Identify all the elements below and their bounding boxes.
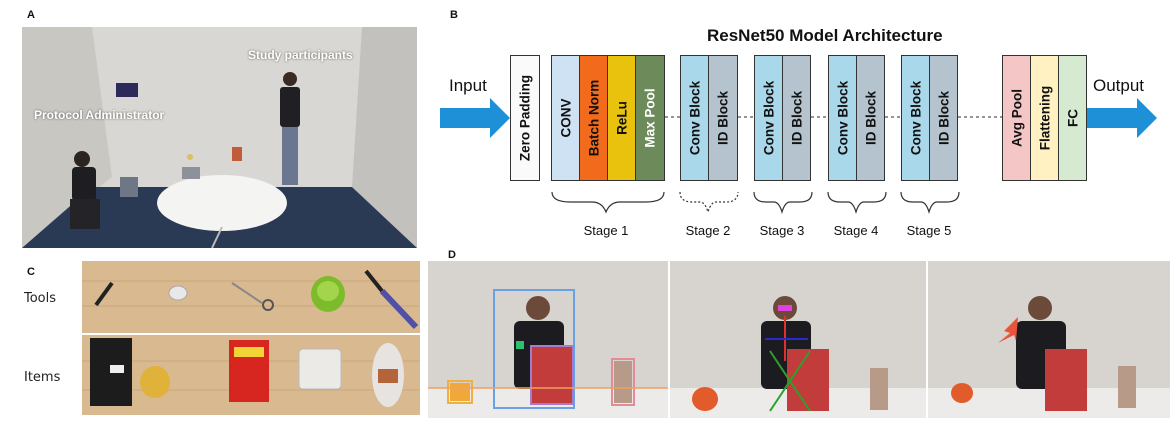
stage-3-label: Stage 3	[759, 223, 805, 238]
conv-block-stage4: Conv Block	[828, 55, 857, 181]
detection-illustration	[428, 261, 668, 418]
conv-block-stage2: Conv Block	[680, 55, 709, 181]
flattening-label: Flattening	[1037, 85, 1052, 151]
input-label: Input	[449, 76, 487, 95]
id-block-label: ID Block	[936, 90, 951, 146]
stage-2-label: Stage 2	[685, 223, 731, 238]
stage-5-label: Stage 5	[906, 223, 952, 238]
output-label: Output	[1093, 76, 1145, 95]
stage-connectors	[665, 116, 1002, 118]
cup-icon	[168, 285, 188, 301]
pringles-icon	[140, 366, 170, 398]
id-block-label: ID Block	[789, 90, 804, 146]
conv-block-label: Conv Block	[761, 80, 776, 156]
id-block-stage5: ID Block	[929, 55, 958, 181]
id-block-label: ID Block	[715, 90, 731, 146]
items-illustration	[82, 335, 420, 415]
items-row-label: Items	[24, 370, 61, 385]
max-pool-block: Max Pool	[635, 55, 665, 181]
panel-letter-d: D	[448, 249, 456, 261]
detection-photo-1	[428, 261, 668, 418]
id-block-stage4: ID Block	[856, 55, 885, 181]
id-block-stage3: ID Block	[782, 55, 811, 181]
input-arrow-icon	[440, 98, 510, 138]
conv-block-stage3: Conv Block	[754, 55, 783, 181]
avg-pool-block: Avg Pool	[1002, 55, 1031, 181]
conv-block-label: Conv Block	[908, 80, 923, 156]
scissors-icon	[231, 282, 274, 311]
zero-padding-block: Zero Padding	[510, 55, 540, 181]
items-photo	[82, 335, 420, 415]
bag-icon	[298, 348, 342, 390]
relu-block: ReLu	[607, 55, 636, 181]
pose-photo	[670, 261, 926, 418]
conv-block-stage5: Conv Block	[901, 55, 930, 181]
id-block-label: ID Block	[863, 90, 878, 146]
study-room-photo: Study participants Protocol Administrato…	[22, 27, 417, 248]
panel-letter-c: C	[27, 266, 35, 278]
gaze-illustration	[928, 261, 1170, 418]
tools-illustration	[82, 261, 420, 333]
knife-icon	[364, 269, 419, 330]
pose-illustration	[670, 261, 926, 418]
conv-label: CONV	[558, 98, 573, 138]
zero-padding-label: Zero Padding	[517, 74, 533, 162]
conv-block-label: Conv Block	[687, 80, 702, 156]
batch-norm-block: Batch Norm	[579, 55, 608, 181]
fc-block: FC	[1058, 55, 1087, 181]
stage-1-label: Stage 1	[583, 223, 629, 238]
gaze-arrow-icon	[998, 317, 1018, 343]
id-block-stage2: ID Block	[708, 55, 738, 181]
marker-icon	[94, 281, 114, 307]
conv-block-label: Conv Block	[835, 80, 850, 156]
relu-label: ReLu	[614, 101, 629, 135]
fc-label: FC	[1065, 109, 1080, 127]
panel-letter-b: B	[450, 9, 458, 21]
conv-block-stage1: CONV	[551, 55, 580, 181]
flattening-block: Flattening	[1030, 55, 1059, 181]
protocol-administrator-label: Protocol Administrator	[34, 108, 165, 122]
study-participants-label: Study participants	[248, 48, 353, 62]
batch-norm-label: Batch Norm	[586, 79, 601, 157]
tools-photo	[82, 261, 420, 333]
gaze-photo	[928, 261, 1170, 418]
output-arrow-icon	[1087, 98, 1157, 138]
max-pool-label: Max Pool	[642, 88, 658, 148]
avg-pool-label: Avg Pool	[1009, 88, 1024, 148]
architecture-title: ResNet50 Model Architecture	[707, 26, 943, 45]
tools-row-label: Tools	[24, 291, 57, 306]
stage-braces	[551, 191, 960, 215]
panel-letter-a: A	[27, 9, 35, 21]
stage-4-label: Stage 4	[833, 223, 879, 238]
study-room-illustration	[22, 27, 417, 248]
